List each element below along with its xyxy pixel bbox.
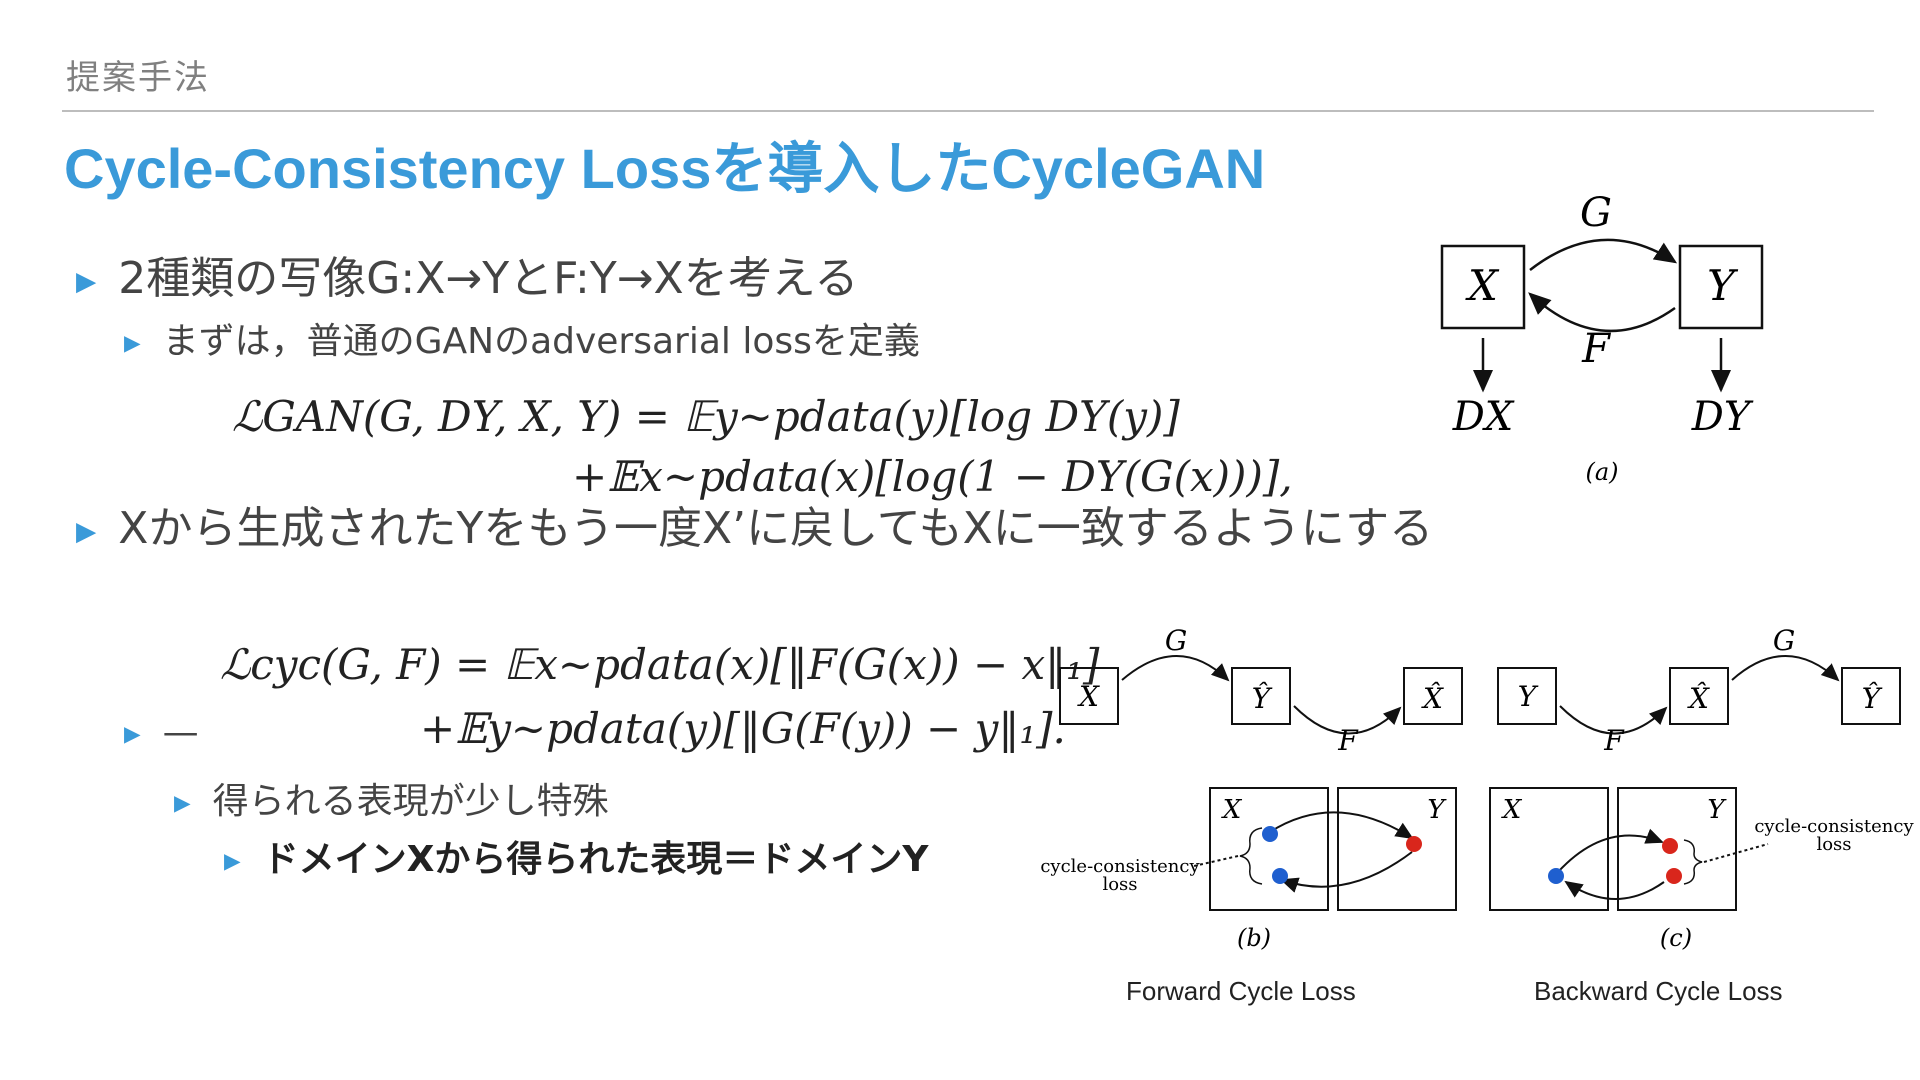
c-domain-y-box	[1617, 787, 1737, 911]
c-brace	[1683, 839, 1703, 885]
forward-cycle-caption: Forward Cycle Loss	[1126, 976, 1356, 1006]
node-x-label: X	[1465, 261, 1500, 310]
bullet-marker-icon: ▶	[76, 265, 97, 297]
bullet-3-sub-sub-text: ドメインXから得られた表現＝ドメインY	[262, 839, 929, 880]
c-label: (c)	[1660, 924, 1692, 952]
bullet-2: ▶ Xから生成されたYをもう一度X’に戻してもXに一致するようにする	[76, 492, 1433, 556]
cyc-formula-line-2: +𝔼y∼pdata(y)[‖G(F(y)) − y‖₁].	[420, 704, 1066, 753]
g-arrow	[1529, 238, 1678, 271]
b-node-x-box	[1059, 667, 1119, 725]
b-domain-x-box	[1209, 787, 1329, 911]
c-backward-curve	[1564, 880, 1665, 900]
dy-label: DY	[1691, 394, 1754, 440]
diagram-b: X Ŷ X̂ G F X Y cycle-consistency loss (b…	[1040, 624, 1463, 952]
c-g-label: G	[1773, 624, 1795, 657]
b-label: (b)	[1237, 924, 1271, 952]
slide-title: Cycle-Consistency Lossを導入したCycleGAN	[64, 137, 1266, 200]
cyc-formula-line-1: ℒcyc(G, F) = 𝔼x∼pdata(x)[‖F(G(x)) − x‖₁]	[220, 640, 1100, 689]
b-node-yhat-label: Ŷ	[1252, 682, 1273, 715]
b-backward-curve	[1280, 851, 1413, 893]
f-arrow	[1528, 292, 1676, 333]
c-dotted-pointer	[1703, 843, 1769, 863]
c-f-label: F	[1603, 724, 1625, 757]
b-domain-x-label: X	[1221, 795, 1243, 825]
b-brace	[1239, 827, 1263, 885]
c-forward-curve	[1557, 828, 1664, 873]
bullet-marker-icon: ▶	[174, 790, 191, 816]
bullet-1-sub-text: まずは，普通のGANのadversarial lossを定義	[162, 321, 920, 362]
c-node-y-box	[1497, 667, 1557, 725]
bullet-marker-icon: ▶	[124, 721, 141, 747]
b-f-label: F	[1337, 724, 1359, 757]
b-f-arrow	[1293, 705, 1402, 735]
c-red-dot-top	[1662, 838, 1678, 854]
node-y-box	[1678, 244, 1764, 330]
bullet-marker-icon: ▶	[124, 330, 141, 356]
b-forward-curve	[1269, 811, 1414, 840]
b-g-label: G	[1165, 624, 1187, 657]
c-node-yhat-box	[1841, 667, 1901, 725]
bullet-3: ▶—	[124, 712, 199, 753]
c-node-yhat-label: Ŷ	[1862, 682, 1883, 715]
c-g-arrow	[1731, 655, 1840, 682]
bullet-2-text: Xから生成されたYをもう一度X’に戻してもXに一致するようにする	[118, 503, 1434, 554]
b-node-yhat-box	[1231, 667, 1291, 725]
dx-label: DX	[1452, 394, 1515, 440]
diagram-a: X Y G F DX DY (a)	[1440, 190, 1764, 486]
b-dotted-pointer	[1193, 855, 1239, 867]
node-x-box	[1440, 244, 1526, 330]
bullet-marker-icon: ▶	[224, 848, 241, 874]
bullet-3-sub: ▶ 得られる表現が少し特殊	[174, 772, 609, 824]
b-g-arrow	[1121, 655, 1230, 682]
b-domain-y-box	[1337, 787, 1457, 911]
bullet-3-sub-text: 得られる表現が少し特殊	[212, 781, 609, 822]
node-y-label: Y	[1707, 261, 1739, 310]
c-blue-dot	[1548, 868, 1564, 884]
b-loss-label-line-2: loss	[1102, 874, 1137, 895]
g-label: G	[1580, 190, 1612, 236]
bullet-marker-icon: ▶	[76, 515, 97, 547]
b-node-xhat-box	[1403, 667, 1463, 725]
backward-cycle-caption: Backward Cycle Loss	[1534, 976, 1783, 1006]
b-domain-y-label: Y	[1427, 795, 1447, 825]
c-node-y-label: Y	[1518, 680, 1539, 713]
c-loss-label-line-1: cycle-consistency	[1754, 816, 1914, 837]
bullet-3-text: —	[162, 712, 199, 753]
b-node-xhat-label: X̂	[1421, 682, 1444, 715]
b-blue-dot-bottom	[1272, 868, 1288, 884]
bullet-1-text: 2種類の写像G:X→YとF:Y→Xを考える	[118, 253, 859, 304]
header-divider	[62, 110, 1874, 112]
b-node-x-label: X	[1077, 680, 1100, 713]
b-red-dot	[1406, 836, 1422, 852]
b-blue-dot-top	[1262, 826, 1278, 842]
diagram-c: Y X̂ Ŷ F G X Y cycle-consistency loss (c…	[1489, 624, 1914, 952]
b-loss-label-line-1: cycle-consistency	[1040, 856, 1200, 877]
diagram-a-caption: (a)	[1585, 458, 1618, 486]
c-node-xhat-label: X̂	[1687, 682, 1710, 715]
section-label: 提案手法	[66, 58, 210, 98]
c-f-arrow	[1559, 705, 1668, 735]
c-domain-x-label: X	[1501, 795, 1523, 825]
gan-formula-line-2: +𝔼x∼pdata(x)[log(1 − DY(G(x)))],	[572, 452, 1293, 501]
c-red-dot-bottom	[1666, 868, 1682, 884]
bullet-3-sub-sub: ▶ ドメインXから得られた表現＝ドメインY	[224, 830, 928, 882]
f-label: F	[1581, 326, 1611, 372]
c-domain-y-label: Y	[1707, 795, 1727, 825]
bullet-1-sub: ▶ まずは，普通のGANのadversarial lossを定義	[124, 312, 920, 364]
c-domain-x-box	[1489, 787, 1609, 911]
gan-formula-line-1: ℒGAN(G, DY, X, Y) = 𝔼y∼pdata(y)[log DY(y…	[232, 392, 1180, 441]
c-loss-label-line-2: loss	[1816, 834, 1851, 855]
c-node-xhat-box	[1669, 667, 1729, 725]
bullet-1: ▶ 2種類の写像G:X→YとF:Y→Xを考える	[76, 242, 858, 306]
